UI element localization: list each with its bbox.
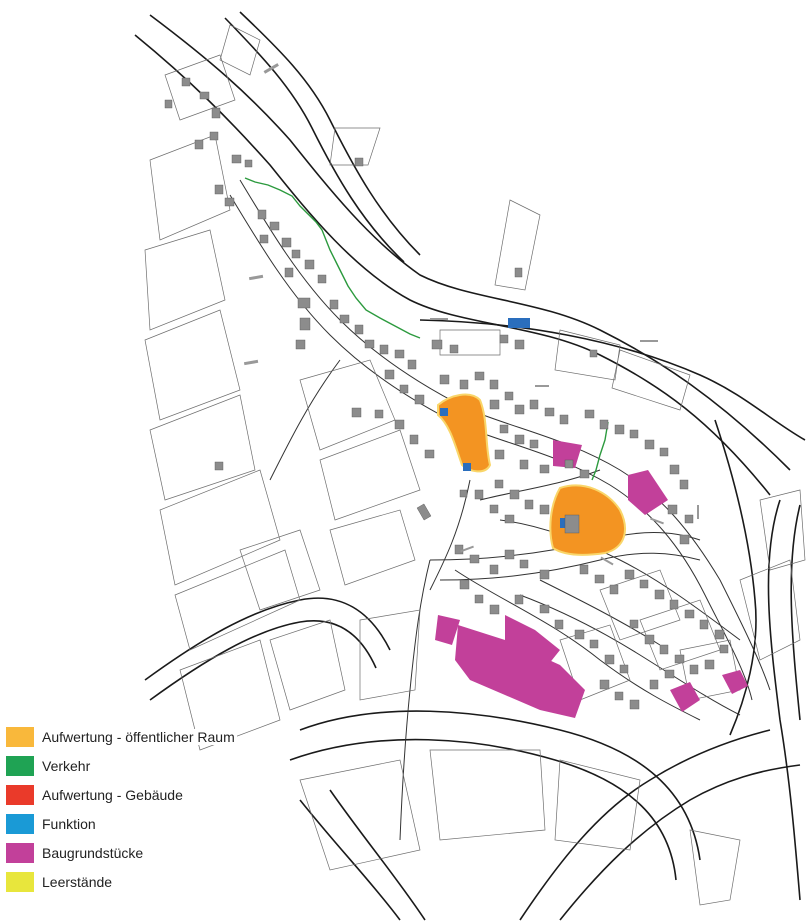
public-space-areas — [437, 393, 626, 556]
map-legend: Aufwertung - öffentlicher Raum Verkehr A… — [6, 722, 276, 896]
traffic-paths — [244, 177, 609, 481]
road-southeast-1 — [519, 729, 771, 921]
road-upper-right — [419, 319, 806, 441]
legend-item: Funktion — [6, 809, 276, 838]
road-east-edge — [714, 419, 757, 736]
plot-upper-center — [553, 440, 582, 468]
road-southwest — [144, 597, 391, 681]
legend-label: Aufwertung - Gebäude — [42, 786, 185, 803]
legend-swatch-public-space — [6, 726, 34, 747]
plot-southeast-1 — [670, 682, 700, 712]
plot-south-west — [435, 615, 460, 645]
legend-item: Aufwertung - Gebäude — [6, 780, 276, 809]
road-far-east — [767, 499, 801, 901]
parcel-lines — [144, 24, 806, 906]
plot-east-1 — [628, 470, 668, 515]
building-plots — [435, 440, 748, 718]
label-marks — [243, 63, 699, 566]
road-north-top — [239, 11, 421, 256]
plot-south-large — [455, 625, 585, 718]
road-lower-west — [299, 799, 401, 921]
legend-label: Aufwertung - öffentlicher Raum — [42, 728, 237, 745]
legend-swatch-function — [6, 813, 34, 834]
legend-label: Leerstände — [42, 873, 115, 890]
road-far-east-inner — [790, 504, 801, 721]
road-southeast-2 — [559, 764, 801, 921]
legend-swatch-building-upgrade — [6, 784, 34, 805]
village-streets — [229, 179, 771, 841]
legend-item: Verkehr — [6, 751, 276, 780]
legend-swatch-vacancies — [6, 871, 34, 892]
legend-label: Funktion — [42, 815, 98, 832]
legend-swatch-traffic — [6, 755, 34, 776]
legend-item: Aufwertung - öffentlicher Raum — [6, 722, 276, 751]
road-lower-west-inner — [329, 789, 426, 921]
plot-southeast-2 — [722, 670, 748, 694]
plot-south-mid — [505, 615, 560, 665]
legend-swatch-building-plots — [6, 842, 34, 863]
main-roads — [134, 11, 806, 921]
square-west — [437, 393, 492, 473]
road-west-inner — [134, 34, 771, 496]
road-south-center — [299, 710, 701, 861]
legend-label: Baugrundstücke — [42, 844, 146, 861]
legend-item: Leerstände — [6, 867, 276, 896]
buildings — [164, 77, 729, 710]
road-southwest-inner — [149, 620, 377, 701]
square-east — [549, 484, 626, 556]
legend-label: Verkehr — [42, 757, 93, 774]
road-north-top-inner — [224, 17, 405, 263]
road-west-outer — [149, 14, 791, 471]
legend-item: Baugrundstücke — [6, 838, 276, 867]
road-south-center-inner — [289, 738, 677, 881]
